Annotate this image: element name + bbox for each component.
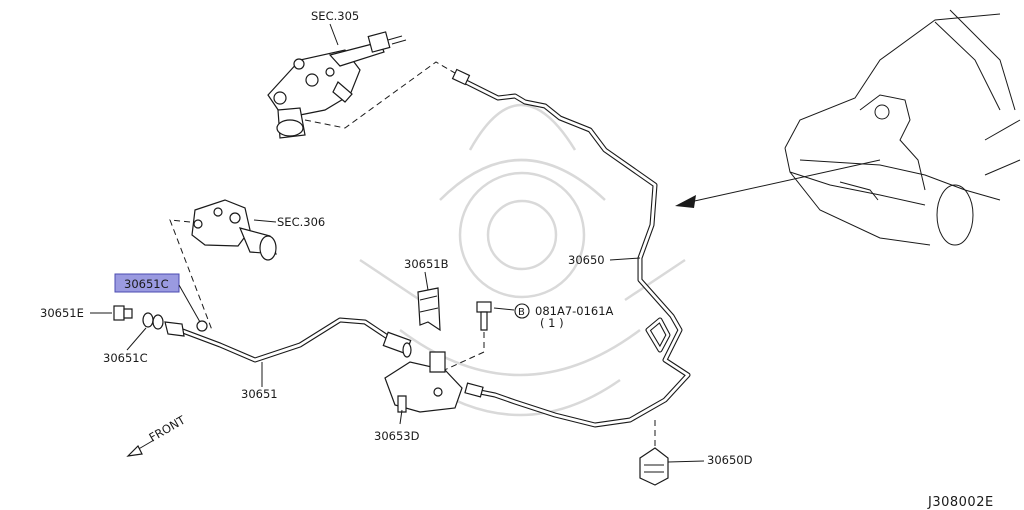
clutch-tube-30650 bbox=[451, 68, 691, 428]
label-sec306: SEC.306 bbox=[277, 215, 325, 229]
label-30650: 30650 bbox=[568, 253, 605, 267]
label-30650D: 30650D bbox=[707, 453, 753, 467]
bolt-081A7 bbox=[476, 301, 530, 331]
label-bolt-code: 081A7-0161A bbox=[535, 304, 614, 318]
clip-30651B bbox=[417, 287, 441, 332]
label-30651E: 30651E bbox=[40, 306, 84, 320]
label-30651C-highlight[interactable]: 30651C bbox=[114, 273, 180, 293]
label-30651: 30651 bbox=[241, 387, 278, 401]
label-30651C-bottom: 30651C bbox=[103, 351, 148, 365]
vehicle-outline bbox=[784, 9, 1021, 246]
label-30653D: 30653D bbox=[374, 429, 420, 443]
front-arrow bbox=[126, 439, 155, 457]
label-sec305: SEC.305 bbox=[311, 9, 359, 23]
operating-cylinder-sec306 bbox=[191, 199, 277, 261]
label-bolt-qty: ( 1 ) bbox=[540, 316, 564, 330]
bolt-marker: B bbox=[518, 307, 525, 318]
union-bolt-30651E bbox=[113, 305, 164, 330]
label-30651B: 30651B bbox=[404, 257, 449, 271]
pointer-arrow bbox=[675, 159, 881, 208]
watermark-emblem bbox=[359, 103, 686, 417]
clutch-hose-30651 bbox=[164, 317, 412, 363]
label-front: FRONT bbox=[147, 412, 189, 444]
diagram-code: J308002E bbox=[927, 495, 994, 510]
clamp-30650D bbox=[639, 447, 669, 486]
bracket-30653D bbox=[384, 351, 463, 413]
master-cylinder-sec305 bbox=[267, 31, 407, 139]
label-30651C-top: 30651C bbox=[124, 277, 169, 291]
